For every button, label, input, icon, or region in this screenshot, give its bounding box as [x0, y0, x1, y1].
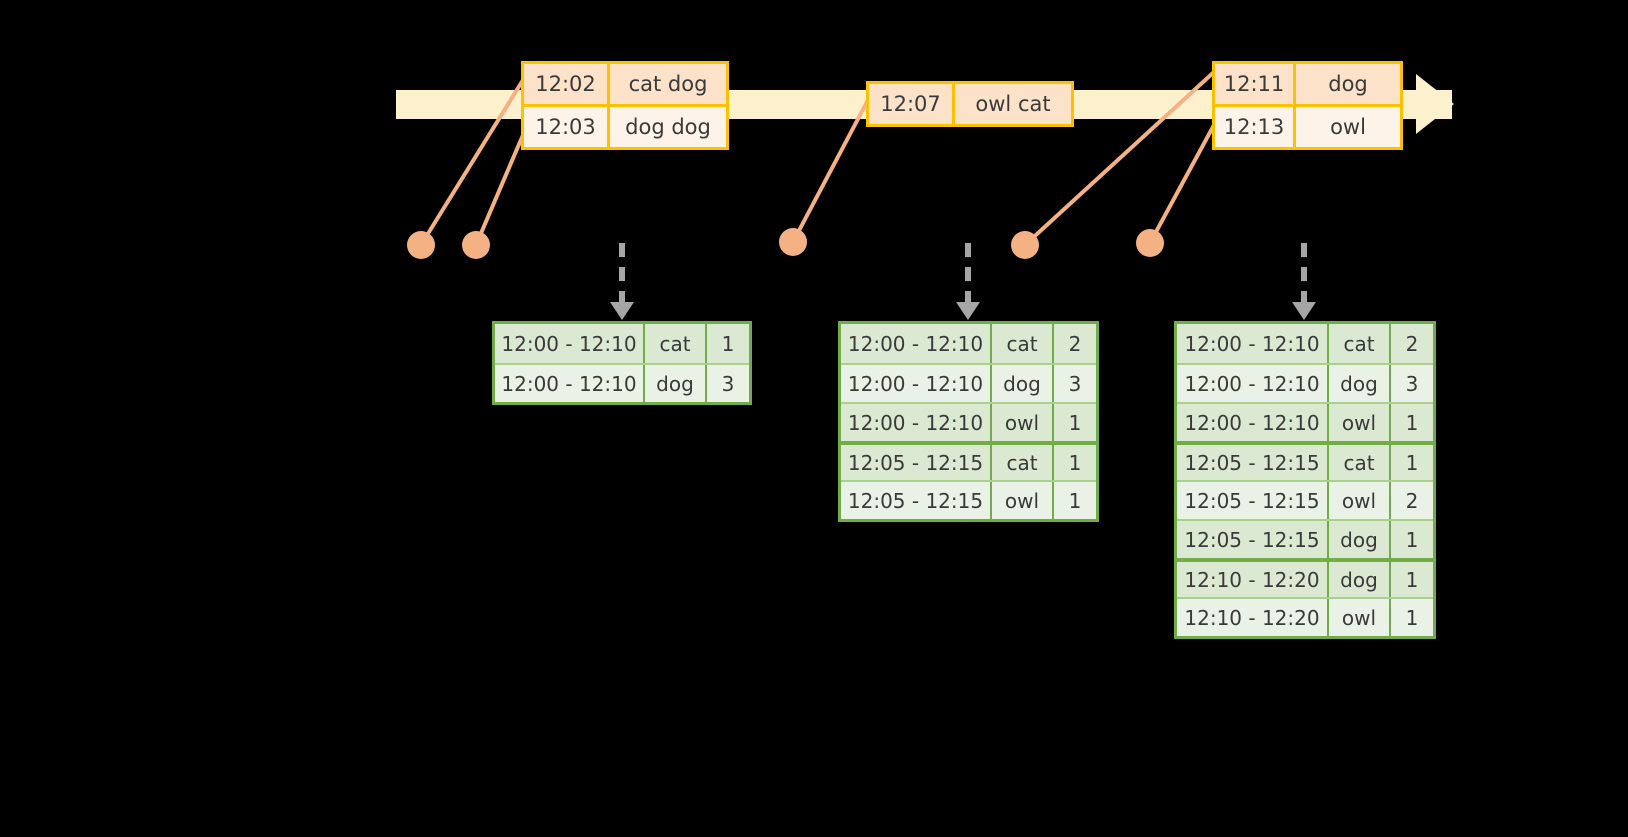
window-cell: 12:00 - 12:10: [1177, 404, 1329, 441]
window-cell: 12:00 - 12:10: [1177, 365, 1329, 402]
key-cell: cat: [1329, 324, 1391, 363]
window-cell: 12:05 - 12:15: [841, 482, 992, 519]
window-cell: 12:05 - 12:15: [1177, 521, 1329, 558]
count-cell: 1: [1054, 445, 1096, 480]
count-cell: 1: [707, 324, 749, 363]
event-time: 12:13: [1215, 107, 1296, 147]
count-cell: 1: [1391, 445, 1433, 480]
window-cell: 12:00 - 12:10: [1177, 324, 1329, 363]
count-cell: 1: [1391, 599, 1433, 636]
event-row: 12:07 owl cat: [869, 84, 1071, 124]
key-cell: owl: [992, 404, 1054, 441]
key-cell: cat: [645, 324, 707, 363]
event-value: dog dog: [610, 107, 726, 147]
flow-arrow-down-icon: [1292, 243, 1316, 320]
event-dot: [1136, 229, 1164, 257]
count-cell: 1: [1054, 404, 1096, 441]
key-cell: owl: [992, 482, 1054, 519]
count-cell: 1: [1391, 521, 1433, 558]
window-cell: 12:00 - 12:10: [841, 404, 992, 441]
window-cell: 12:05 - 12:15: [1177, 482, 1329, 519]
window-cell: 12:00 - 12:10: [495, 365, 645, 402]
event-time: 12:11: [1215, 64, 1296, 104]
key-cell: cat: [992, 324, 1054, 363]
key-cell: dog: [1329, 562, 1391, 597]
event-dot: [1011, 231, 1039, 259]
key-cell: owl: [1329, 404, 1391, 441]
count-cell: 1: [1054, 482, 1096, 519]
event-box-1: 12:02 cat dog 12:03 dog dog: [521, 61, 729, 150]
count-cell: 1: [1391, 404, 1433, 441]
count-cell: 3: [707, 365, 749, 402]
event-box-2: 12:07 owl cat: [866, 81, 1074, 127]
key-cell: cat: [1329, 445, 1391, 480]
event-value: owl cat: [955, 84, 1071, 124]
key-cell: owl: [1329, 599, 1391, 636]
count-cell: 2: [1391, 482, 1433, 519]
event-row: 12:03 dog dog: [524, 104, 726, 147]
window-cell: 12:00 - 12:10: [495, 324, 645, 363]
key-cell: dog: [645, 365, 707, 402]
event-dot: [407, 231, 435, 259]
event-dot: [462, 231, 490, 259]
count-cell: 2: [1391, 324, 1433, 363]
key-cell: dog: [992, 365, 1054, 402]
event-time: 12:03: [524, 107, 610, 147]
window-cell: 12:05 - 12:15: [841, 445, 992, 480]
timeline-arrowhead-icon: [1416, 74, 1454, 134]
key-cell: cat: [992, 445, 1054, 480]
count-cell: 2: [1054, 324, 1096, 363]
event-time: 12:02: [524, 64, 610, 104]
event-value: cat dog: [610, 64, 726, 104]
window-cell: 12:10 - 12:20: [1177, 562, 1329, 597]
count-cell: 3: [1054, 365, 1096, 402]
flow-arrow-down-icon: [956, 243, 980, 320]
event-row: 12:02 cat dog: [524, 64, 726, 104]
flow-arrow-down-icon: [610, 243, 634, 320]
event-row: 12:13 owl: [1215, 104, 1400, 147]
window-cell: 12:00 - 12:10: [841, 324, 992, 363]
key-cell: owl: [1329, 482, 1391, 519]
event-row: 12:11 dog: [1215, 64, 1400, 104]
event-value: dog: [1296, 64, 1400, 104]
window-cell: 12:00 - 12:10: [841, 365, 992, 402]
event-value: owl: [1296, 107, 1400, 147]
count-cell: 3: [1391, 365, 1433, 402]
count-cell: 1: [1391, 562, 1433, 597]
window-cell: 12:10 - 12:20: [1177, 599, 1329, 636]
event-box-3: 12:11 dog 12:13 owl: [1212, 61, 1403, 150]
event-time: 12:07: [869, 84, 955, 124]
key-cell: dog: [1329, 521, 1391, 558]
window-cell: 12:05 - 12:15: [1177, 445, 1329, 480]
key-cell: dog: [1329, 365, 1391, 402]
event-dot: [779, 228, 807, 256]
